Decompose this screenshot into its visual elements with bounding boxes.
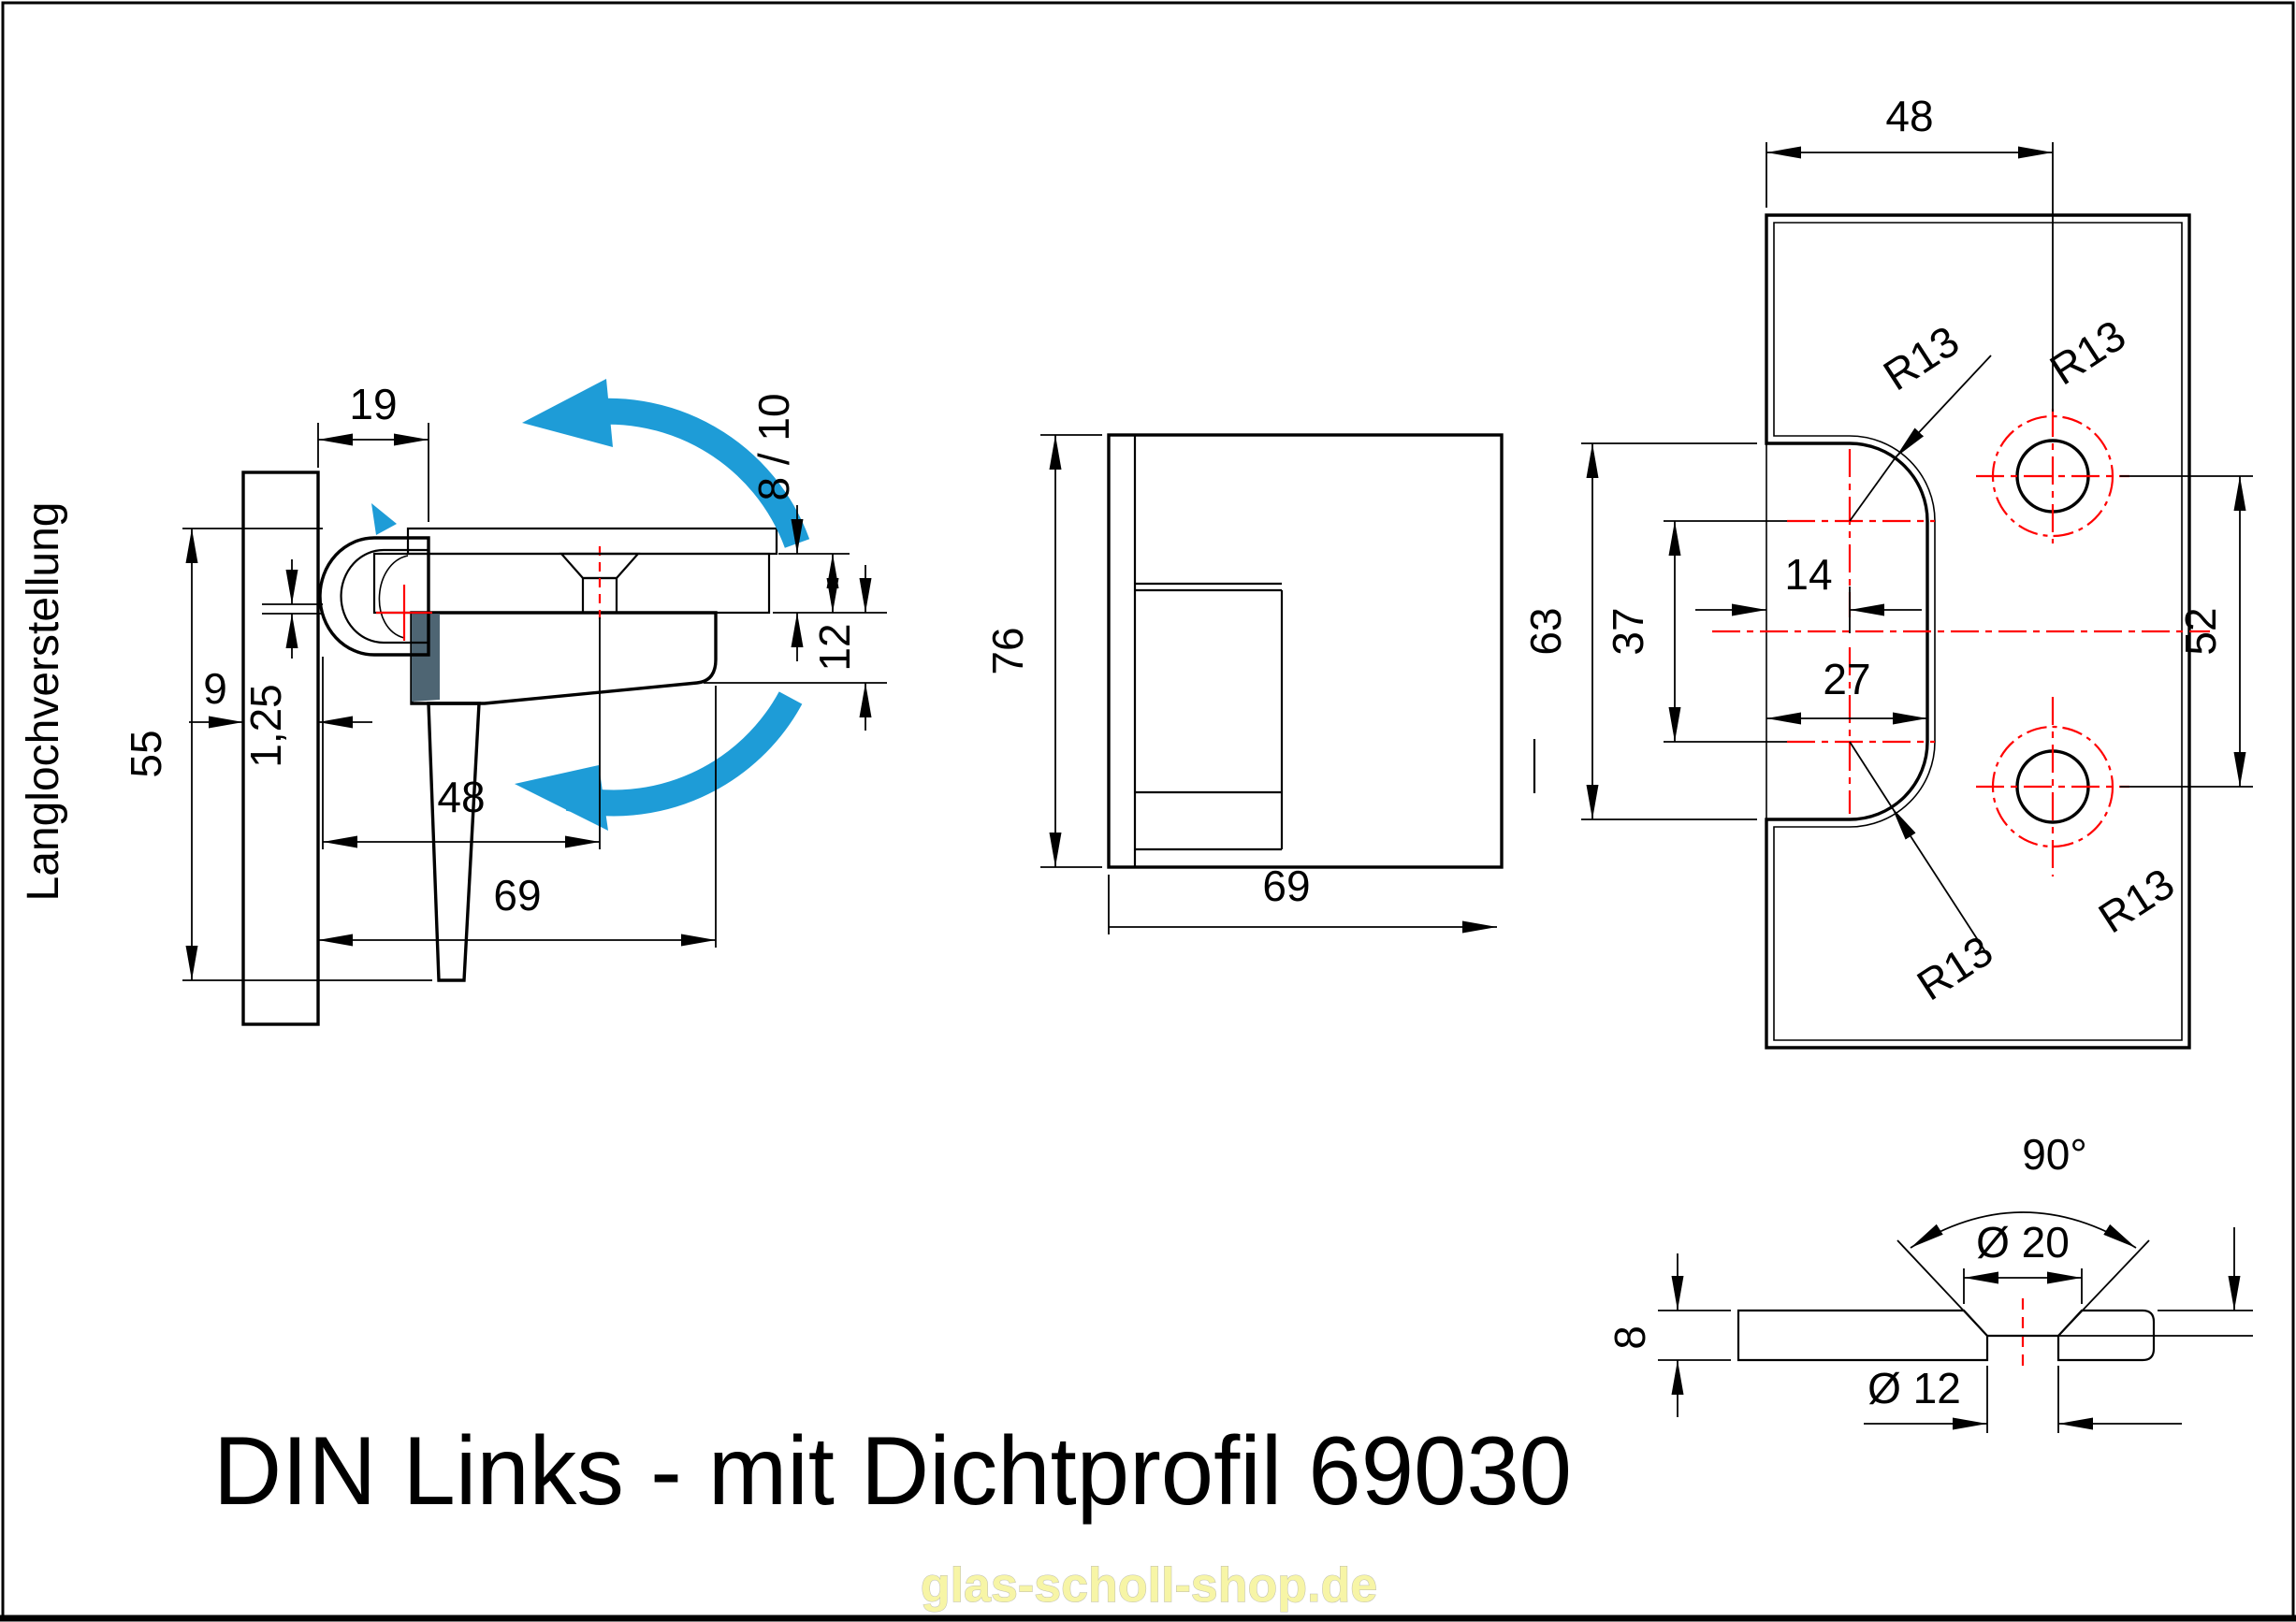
- extension-lines: [1658, 1239, 2253, 1433]
- dim-69: 69: [1262, 862, 1310, 910]
- dim-d12: Ø 12: [1867, 1364, 1961, 1412]
- dim-63: 63: [1521, 607, 1570, 655]
- radius-leader: [1891, 806, 1989, 957]
- countersink-detail-view: 90° Ø 20 8 Ø 12: [1606, 1130, 2253, 1433]
- radius-leader: [1895, 355, 1992, 458]
- drawing-title: DIN Links - mit Dichtprofil 69030: [213, 1417, 1572, 1526]
- dim-52: 52: [2176, 607, 2225, 655]
- radius-leader: [1849, 741, 1893, 808]
- dim-76: 76: [983, 627, 1032, 674]
- hinge-front-contour: [1133, 435, 1284, 867]
- rotation-arrow-icon: [515, 379, 810, 831]
- dim-9: 9: [203, 664, 227, 713]
- dim-12: 12: [810, 623, 859, 671]
- dim-8-10: 8 / 10: [749, 393, 798, 500]
- wall-strip: [241, 471, 320, 1026]
- dim-14: 14: [1784, 550, 1832, 599]
- dim-d20: Ø 20: [1976, 1218, 2070, 1267]
- dim-1-25: 1,25: [241, 684, 290, 768]
- centerlines-red: [1712, 409, 2210, 876]
- side-view-label: Langlochverstellung: [19, 502, 68, 902]
- side-view: Langlochverstellung: [19, 379, 887, 1026]
- hinge-front-body: [1107, 433, 1504, 869]
- glass-section-left: [1737, 1309, 1989, 1362]
- dim-48: 48: [1885, 92, 1933, 140]
- watermark: glas-scholl-shop.de: [921, 1558, 1377, 1613]
- clamp-arm-shadow: [412, 613, 440, 702]
- dim-90deg: 90°: [2022, 1130, 2087, 1179]
- seal-profile-inner: [340, 548, 429, 644]
- glass-panel-outline: [1765, 213, 2191, 1050]
- angle-arc-90: [1910, 1211, 2137, 1249]
- seal-profile: [318, 536, 430, 657]
- glass-section-right: [2056, 1309, 2156, 1362]
- radius-leader: [1849, 456, 1896, 522]
- dim-27: 27: [1823, 655, 1870, 703]
- adjustment-pointer-icon: [371, 503, 397, 535]
- dim-48: 48: [437, 773, 485, 821]
- dim-37: 37: [1604, 607, 1652, 655]
- front-view: 76 69: [983, 433, 1536, 934]
- dim-69: 69: [493, 871, 541, 920]
- dim-55: 55: [122, 730, 170, 777]
- dim-8: 8: [1606, 1325, 1654, 1350]
- clamp-arm: [410, 611, 718, 705]
- seal-lip: [378, 555, 409, 639]
- dim-19: 19: [349, 380, 397, 428]
- clamp-top-plate: [406, 527, 778, 556]
